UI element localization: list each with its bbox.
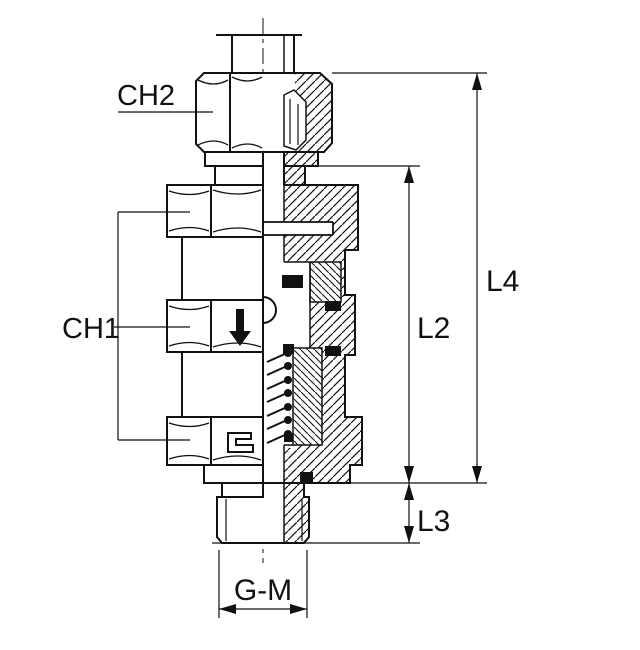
check-ball [262, 296, 277, 324]
dimension-l4: L4 [472, 73, 519, 483]
body-external-details [168, 185, 262, 541]
dimension-l3: L3 [404, 483, 450, 543]
label-ch1: CH1 [62, 313, 120, 345]
label-l2: L2 [417, 312, 450, 345]
extension-lines [204, 72, 487, 618]
label-ch2: CH2 [117, 80, 175, 112]
callout-ch2: CH2 [117, 80, 213, 113]
cutting-ring [283, 89, 307, 151]
manufacturer-logo-icon [227, 432, 254, 453]
washer [204, 151, 319, 186]
callout-ch1: CH1 [62, 211, 190, 441]
body-section [262, 166, 363, 544]
flow-arrow-icon [229, 309, 251, 346]
dimension-l2: L2 [404, 166, 450, 483]
nut-ch2 [195, 72, 333, 153]
label-gm: G-M [234, 574, 292, 607]
label-l4: L4 [486, 265, 519, 298]
label-l3: L3 [417, 505, 450, 538]
spring [266, 349, 292, 444]
dimension-gm: G-M [219, 574, 307, 614]
body-external [166, 184, 264, 544]
